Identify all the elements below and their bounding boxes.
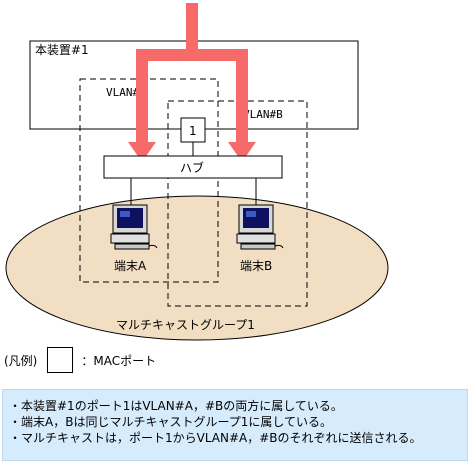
hub-box <box>103 155 283 179</box>
device-label: 本装置#1 <box>35 43 89 57</box>
legend-port-symbol <box>47 347 74 373</box>
note-line: ・端末A，Bは同じマルチキャストグループ1に属している。 <box>9 415 332 429</box>
diagram-canvas: 本装置#1 VLAN#A VLAN#B 1 ハブ 端末A 端 <box>5 3 389 341</box>
terminal-b-computer-icon <box>236 204 284 250</box>
legend-text: ：MACポート <box>81 353 157 368</box>
vlan-b-region <box>167 100 308 307</box>
terminal-b-label: 端末B <box>240 259 272 273</box>
mac-port <box>180 117 206 143</box>
multicast-group-area <box>5 195 389 341</box>
vlan-a-region <box>79 78 219 283</box>
terminal-a-computer-icon <box>110 204 158 250</box>
port-label: 1 <box>189 124 197 138</box>
legend: (凡例) ：MACポート <box>4 347 156 373</box>
notes-panel: ・本装置#1のポート1はVLAN#A，#Bの両方に属している。 ・端末A，Bは同… <box>2 389 468 461</box>
hub-label: ハブ <box>180 160 204 175</box>
multicast-flow-arrows <box>128 3 256 162</box>
vlan-b-label: VLAN#B <box>243 108 283 121</box>
multicast-group-label: マルチキャストグループ1 <box>116 318 255 332</box>
note-line: ・本装置#1のポート1はVLAN#A，#Bの両方に属している。 <box>9 399 343 413</box>
legend-prefix: (凡例) <box>4 353 38 368</box>
terminal-a-label: 端末A <box>114 259 147 273</box>
note-line: ・マルチキャストは，ポート1からVLAN#A，#Bのそれぞれに送信される。 <box>9 431 422 445</box>
